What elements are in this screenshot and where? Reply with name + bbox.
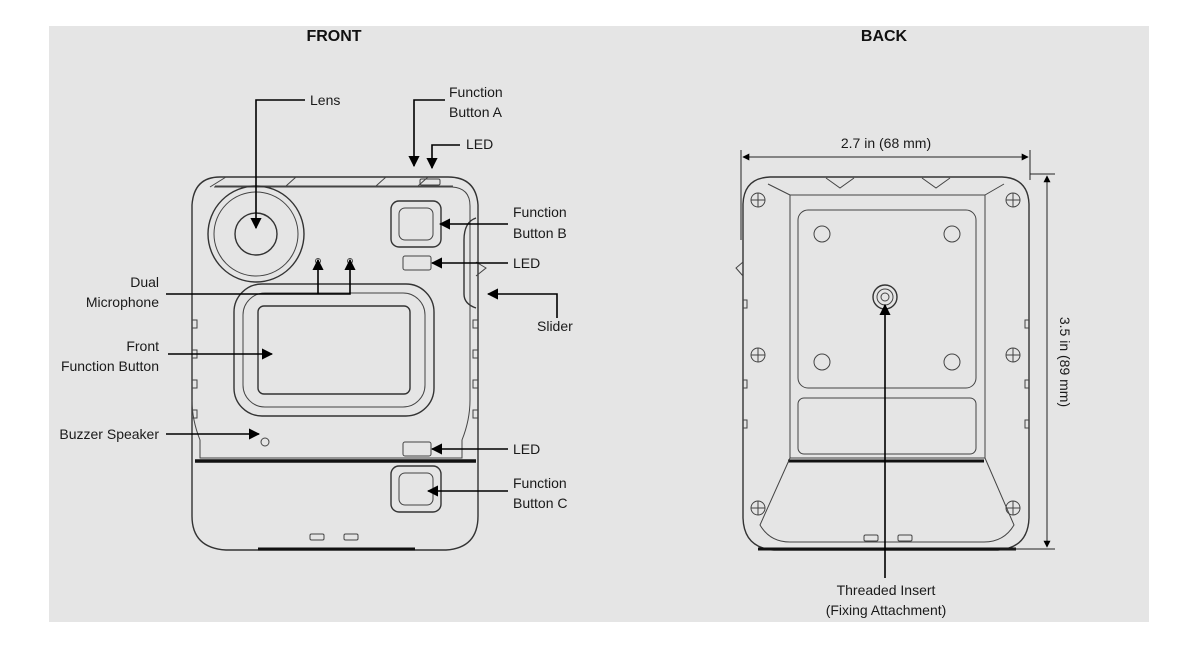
label-buzzer-speaker: Buzzer Speaker xyxy=(59,426,159,442)
back-outer-body xyxy=(742,176,1030,551)
label-height-dimension: 3.5 in (89 mm) xyxy=(1057,317,1073,407)
label-slider: Slider xyxy=(537,318,573,334)
front-device xyxy=(191,176,487,551)
back-plate-recess xyxy=(797,209,977,389)
front-function-button-face[interactable] xyxy=(257,305,411,395)
front-leaders xyxy=(166,99,558,497)
back-hole-bl xyxy=(813,353,831,371)
front-side-ridges xyxy=(192,319,478,419)
label-led-bottom: LED xyxy=(513,441,540,457)
slider[interactable] xyxy=(463,217,477,309)
label-dual-microphone-2: Microphone xyxy=(86,294,159,310)
label-function-button-b-1: Function xyxy=(513,204,567,220)
back-bottom-slot-1 xyxy=(863,534,879,542)
back-inner-plate xyxy=(789,194,986,459)
diagram-panel xyxy=(49,26,1149,622)
front-outer-body xyxy=(191,176,479,551)
label-function-button-a-2: Button A xyxy=(449,104,503,120)
label-function-button-b-2: Button B xyxy=(513,225,567,241)
back-heading: BACK xyxy=(861,28,908,45)
front-heading: FRONT xyxy=(306,28,361,45)
front-bottom-slot-2 xyxy=(343,533,359,541)
buzzer-speaker xyxy=(260,437,270,447)
slider-tab xyxy=(475,261,487,277)
back-device xyxy=(735,176,1030,551)
label-led-mid: LED xyxy=(513,255,540,271)
back-lower-bevel xyxy=(759,457,1015,543)
front-led-top xyxy=(419,178,441,186)
label-function-button-a-1: Function xyxy=(449,84,503,100)
back-screws xyxy=(750,192,1021,516)
front-function-button-ring[interactable] xyxy=(242,292,426,408)
back-hole-tr xyxy=(943,225,961,243)
back-hole-tl xyxy=(813,225,831,243)
led-mid xyxy=(402,255,432,271)
label-threaded-insert-1: Threaded Insert xyxy=(837,582,936,598)
label-led-top: LED xyxy=(466,136,493,152)
back-bottom-slot-2 xyxy=(897,534,913,542)
front-labels: Lens Function Button A LED Function Butt… xyxy=(59,84,573,511)
back-side-clip xyxy=(735,261,744,277)
front-bottom-slot-1 xyxy=(309,533,325,541)
threaded-insert-inner xyxy=(880,292,890,302)
label-function-button-c-1: Function xyxy=(513,475,567,491)
back-lower-panel xyxy=(797,397,977,455)
label-front-function-button-1: Front xyxy=(126,338,159,354)
back-top-bevel xyxy=(767,177,1005,196)
label-lens: Lens xyxy=(310,92,340,108)
back-side-ridges xyxy=(743,299,1029,429)
threaded-insert-mid xyxy=(876,288,894,306)
label-width-dimension: 2.7 in (68 mm) xyxy=(841,135,931,151)
label-function-button-c-2: Button C xyxy=(513,495,567,511)
back-dimensions xyxy=(740,150,1055,550)
back-hole-br xyxy=(943,353,961,371)
label-threaded-insert-2: (Fixing Attachment) xyxy=(826,602,947,618)
label-front-function-button-2: Function Button xyxy=(61,358,159,374)
front-top-notches xyxy=(209,176,429,188)
label-dual-microphone-1: Dual xyxy=(130,274,159,290)
function-button-b-inner[interactable] xyxy=(398,207,434,241)
function-button-c-outer[interactable] xyxy=(390,465,442,513)
led-bottom xyxy=(402,441,432,457)
front-function-button-outer[interactable] xyxy=(233,283,435,417)
front-inner-body xyxy=(191,186,471,459)
function-button-c-inner[interactable] xyxy=(398,472,434,506)
